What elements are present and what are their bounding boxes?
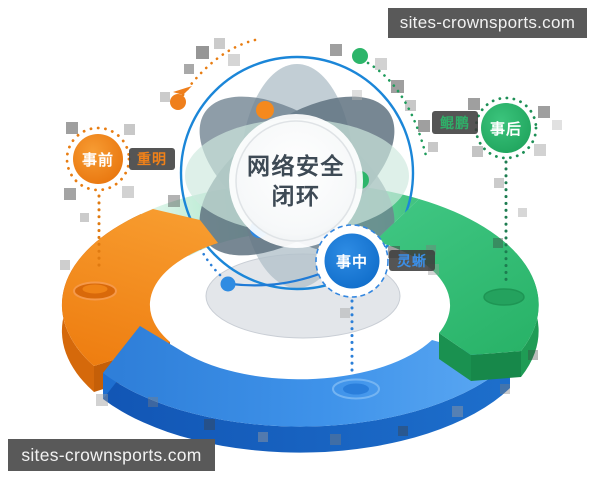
watermark-top-right: sites-crownsports.com	[388, 8, 587, 38]
phase-during-label: 事中	[336, 253, 368, 271]
ring-segment-blue	[103, 326, 510, 453]
phase-before-label: 事前	[82, 151, 114, 169]
center-title-line2: 闭环	[272, 183, 321, 209]
center-title-line1: 网络安全	[247, 153, 345, 179]
phase-after-label: 事后	[490, 120, 522, 138]
annotation-before-text: 重明	[137, 151, 167, 167]
annotation-after-text: 鲲鹏	[440, 115, 470, 131]
watermark-bottom-left: sites-crownsports.com	[8, 439, 215, 471]
green-top-trail	[352, 48, 429, 162]
blue-mini-dotted-trail	[195, 239, 222, 277]
annotation-during: 灵蜥	[389, 250, 435, 271]
center-disc: 网络安全 闭环	[229, 114, 363, 248]
orbit-ring	[179, 55, 415, 291]
ring-segment-green-front	[375, 199, 539, 381]
swoosh-end-dot	[220, 276, 236, 292]
node-dot-orange	[256, 101, 274, 119]
phase-after-marker: 事后	[474, 96, 538, 160]
annotation-after: 鲲鹏	[432, 111, 478, 134]
phase-during-marker: 事中	[315, 224, 389, 298]
annotation-during-text: 灵蜥	[397, 253, 427, 269]
orange-top-trail	[170, 38, 257, 110]
phase-before-marker: 事前	[65, 126, 131, 192]
annotation-before: 重明	[129, 148, 175, 170]
